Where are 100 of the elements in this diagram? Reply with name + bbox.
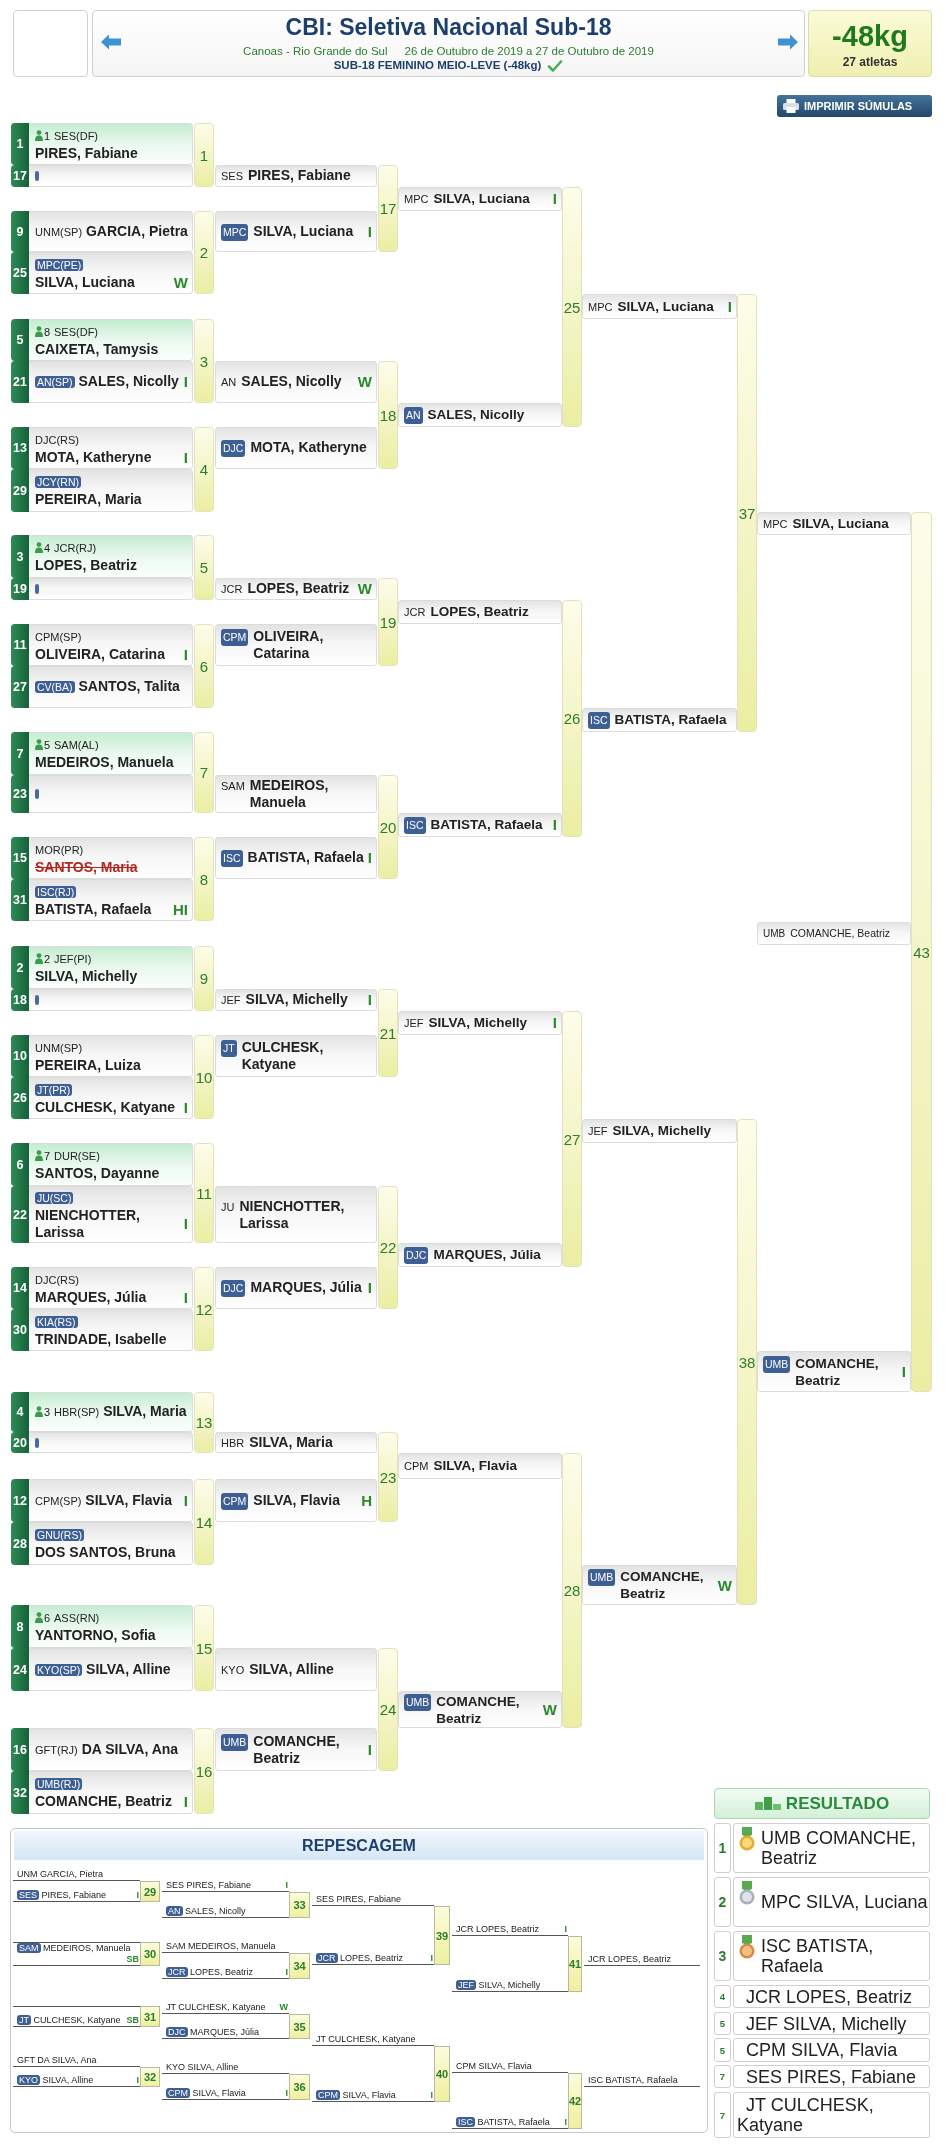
match-result: HI (173, 900, 188, 918)
winner-slot (398, 813, 562, 837)
match-bar: 10 (194, 1035, 214, 1119)
athlete-name: LOPES, Beatriz (190, 1967, 254, 1977)
seed-number: 3 (44, 1406, 51, 1418)
athlete-slot (11, 1143, 193, 1186)
winner-slot (215, 775, 377, 813)
athlete-name: BATISTA, Rafaela (430, 816, 543, 833)
result-entry (733, 2012, 930, 2035)
athlete-name: DA SILVA, Ana (81, 1740, 179, 1758)
winner-slot (398, 403, 562, 427)
club-code: CPM (456, 2061, 476, 2071)
match-result: I (183, 1215, 188, 1232)
club-tag: DJC (221, 1280, 246, 1297)
match-result: W (357, 373, 372, 390)
club-code: CPM(SP) (35, 1494, 82, 1507)
athlete-slot (11, 1771, 193, 1814)
match-bar: 15 (194, 1605, 214, 1691)
match-bar: 14 (194, 1479, 214, 1565)
club-code: MOR(PR) (35, 843, 84, 856)
athlete-slot (11, 624, 193, 666)
athlete-name: SILVA, Michelly (428, 1014, 528, 1031)
athlete-slot (11, 732, 193, 775)
winner-slot (582, 1565, 737, 1605)
athlete-name: SILVA, Michelly (35, 968, 138, 985)
club-code: SES(DF) (54, 129, 98, 142)
club-tag: DJC (221, 440, 246, 457)
athlete-name: SILVA, Luciana (433, 190, 530, 207)
match-bar: 3 (194, 319, 214, 403)
athlete-name: SALES, Nicolly (241, 373, 342, 390)
athlete-name: BATISTA, Rafaela (477, 2117, 550, 2127)
match-result: I (563, 1924, 567, 1935)
athlete-name: CULCHESK, Katyane (328, 2034, 416, 2044)
rank-number: 4 (714, 1985, 731, 2008)
seed-number: 4 (44, 542, 51, 554)
club-code: JEF(PI) (54, 953, 92, 965)
club-code: GFT(RJ) (35, 1743, 78, 1756)
athlete-slot (11, 1648, 193, 1691)
match-bar: 32 (140, 2067, 160, 2087)
athlete-name: BATISTA, Rafaela (247, 849, 364, 866)
athlete-slot (11, 1186, 193, 1243)
winner-slot (582, 708, 737, 732)
draw-number: 11 (11, 624, 29, 666)
match-bar: 19 (378, 578, 398, 666)
athlete-name: SILVA, Flavia (342, 2090, 396, 2100)
club-code: JU (221, 1199, 235, 1215)
results-title: RESULTADO (785, 1793, 890, 1814)
athlete-name: SILVA, Alline (249, 1660, 334, 1678)
club-code: SAM (221, 779, 245, 794)
club-tag: JT(PR) (35, 1083, 73, 1096)
club-code: JCR (456, 1924, 474, 1934)
match-result: I (429, 2090, 433, 2101)
athlete-name: LOPES, Beatriz (476, 1924, 540, 1934)
club-code: JCR (404, 605, 426, 620)
club-tag: AN (166, 1906, 183, 1916)
athlete-slot (11, 1077, 193, 1119)
athlete-slot (11, 775, 193, 813)
athlete-name: PIRES, Fabiane (35, 144, 138, 162)
club-tag: ISC (456, 2117, 475, 2127)
club-tag: JCY(RN) (35, 476, 81, 488)
rank-number: 2 (714, 1877, 731, 1927)
draw-number: 8 (11, 1605, 29, 1648)
club-code: SAM (166, 1941, 186, 1951)
athlete-name: LOPES, Beatriz (247, 580, 350, 597)
match-result: I (284, 1880, 288, 1891)
club-code: HBR(SP) (54, 1406, 100, 1418)
draw-number: 20 (11, 1432, 29, 1453)
club-tag: JT (17, 2015, 31, 2025)
athlete-slot (11, 427, 193, 469)
athlete-name: CULCHESK, Katyane (35, 1098, 176, 1116)
athlete-name: SILVA, Michelly (245, 991, 348, 1008)
athlete-name: ISC BATISTA, Rafaela (761, 1936, 874, 1976)
match-bar: 13 (194, 1392, 214, 1453)
match-result: I (563, 2117, 567, 2128)
match-bar: 40 (434, 2046, 450, 2102)
club-tag: JU(SC) (35, 1191, 74, 1204)
athlete-name: OLIVEIRA, Catarina (253, 628, 325, 662)
athlete-slot (11, 123, 193, 165)
club-code: CPM (404, 1459, 429, 1474)
athlete-name: GARCIA, Pietra (40, 1869, 104, 1879)
club-code: DJC(RS) (35, 433, 79, 446)
draw-number: 22 (11, 1186, 29, 1243)
draw-number: 4 (11, 1392, 29, 1432)
athlete-slot (11, 252, 193, 294)
athlete-slot (11, 361, 193, 403)
club-tag: KYO (17, 2075, 40, 2085)
match-result: I (183, 1098, 188, 1116)
athlete-name: SILVA, Flavia (433, 1457, 517, 1474)
club-tag: SAM (17, 1943, 41, 1953)
result-entry (733, 1877, 930, 1927)
match-bar: 42 (568, 2073, 582, 2129)
draw-number: 30 (11, 1309, 29, 1351)
club-code: ISC (588, 2075, 603, 2085)
seed-number: 2 (44, 953, 51, 965)
athlete-name: LOPES, Beatriz (430, 603, 529, 620)
match-bar: 33 (289, 1892, 310, 1918)
club-code: UMB (763, 927, 786, 940)
athlete-name: SANTOS, Maria (35, 858, 138, 876)
club-code: UNM (17, 1869, 38, 1879)
club-code: MPC (404, 192, 429, 207)
